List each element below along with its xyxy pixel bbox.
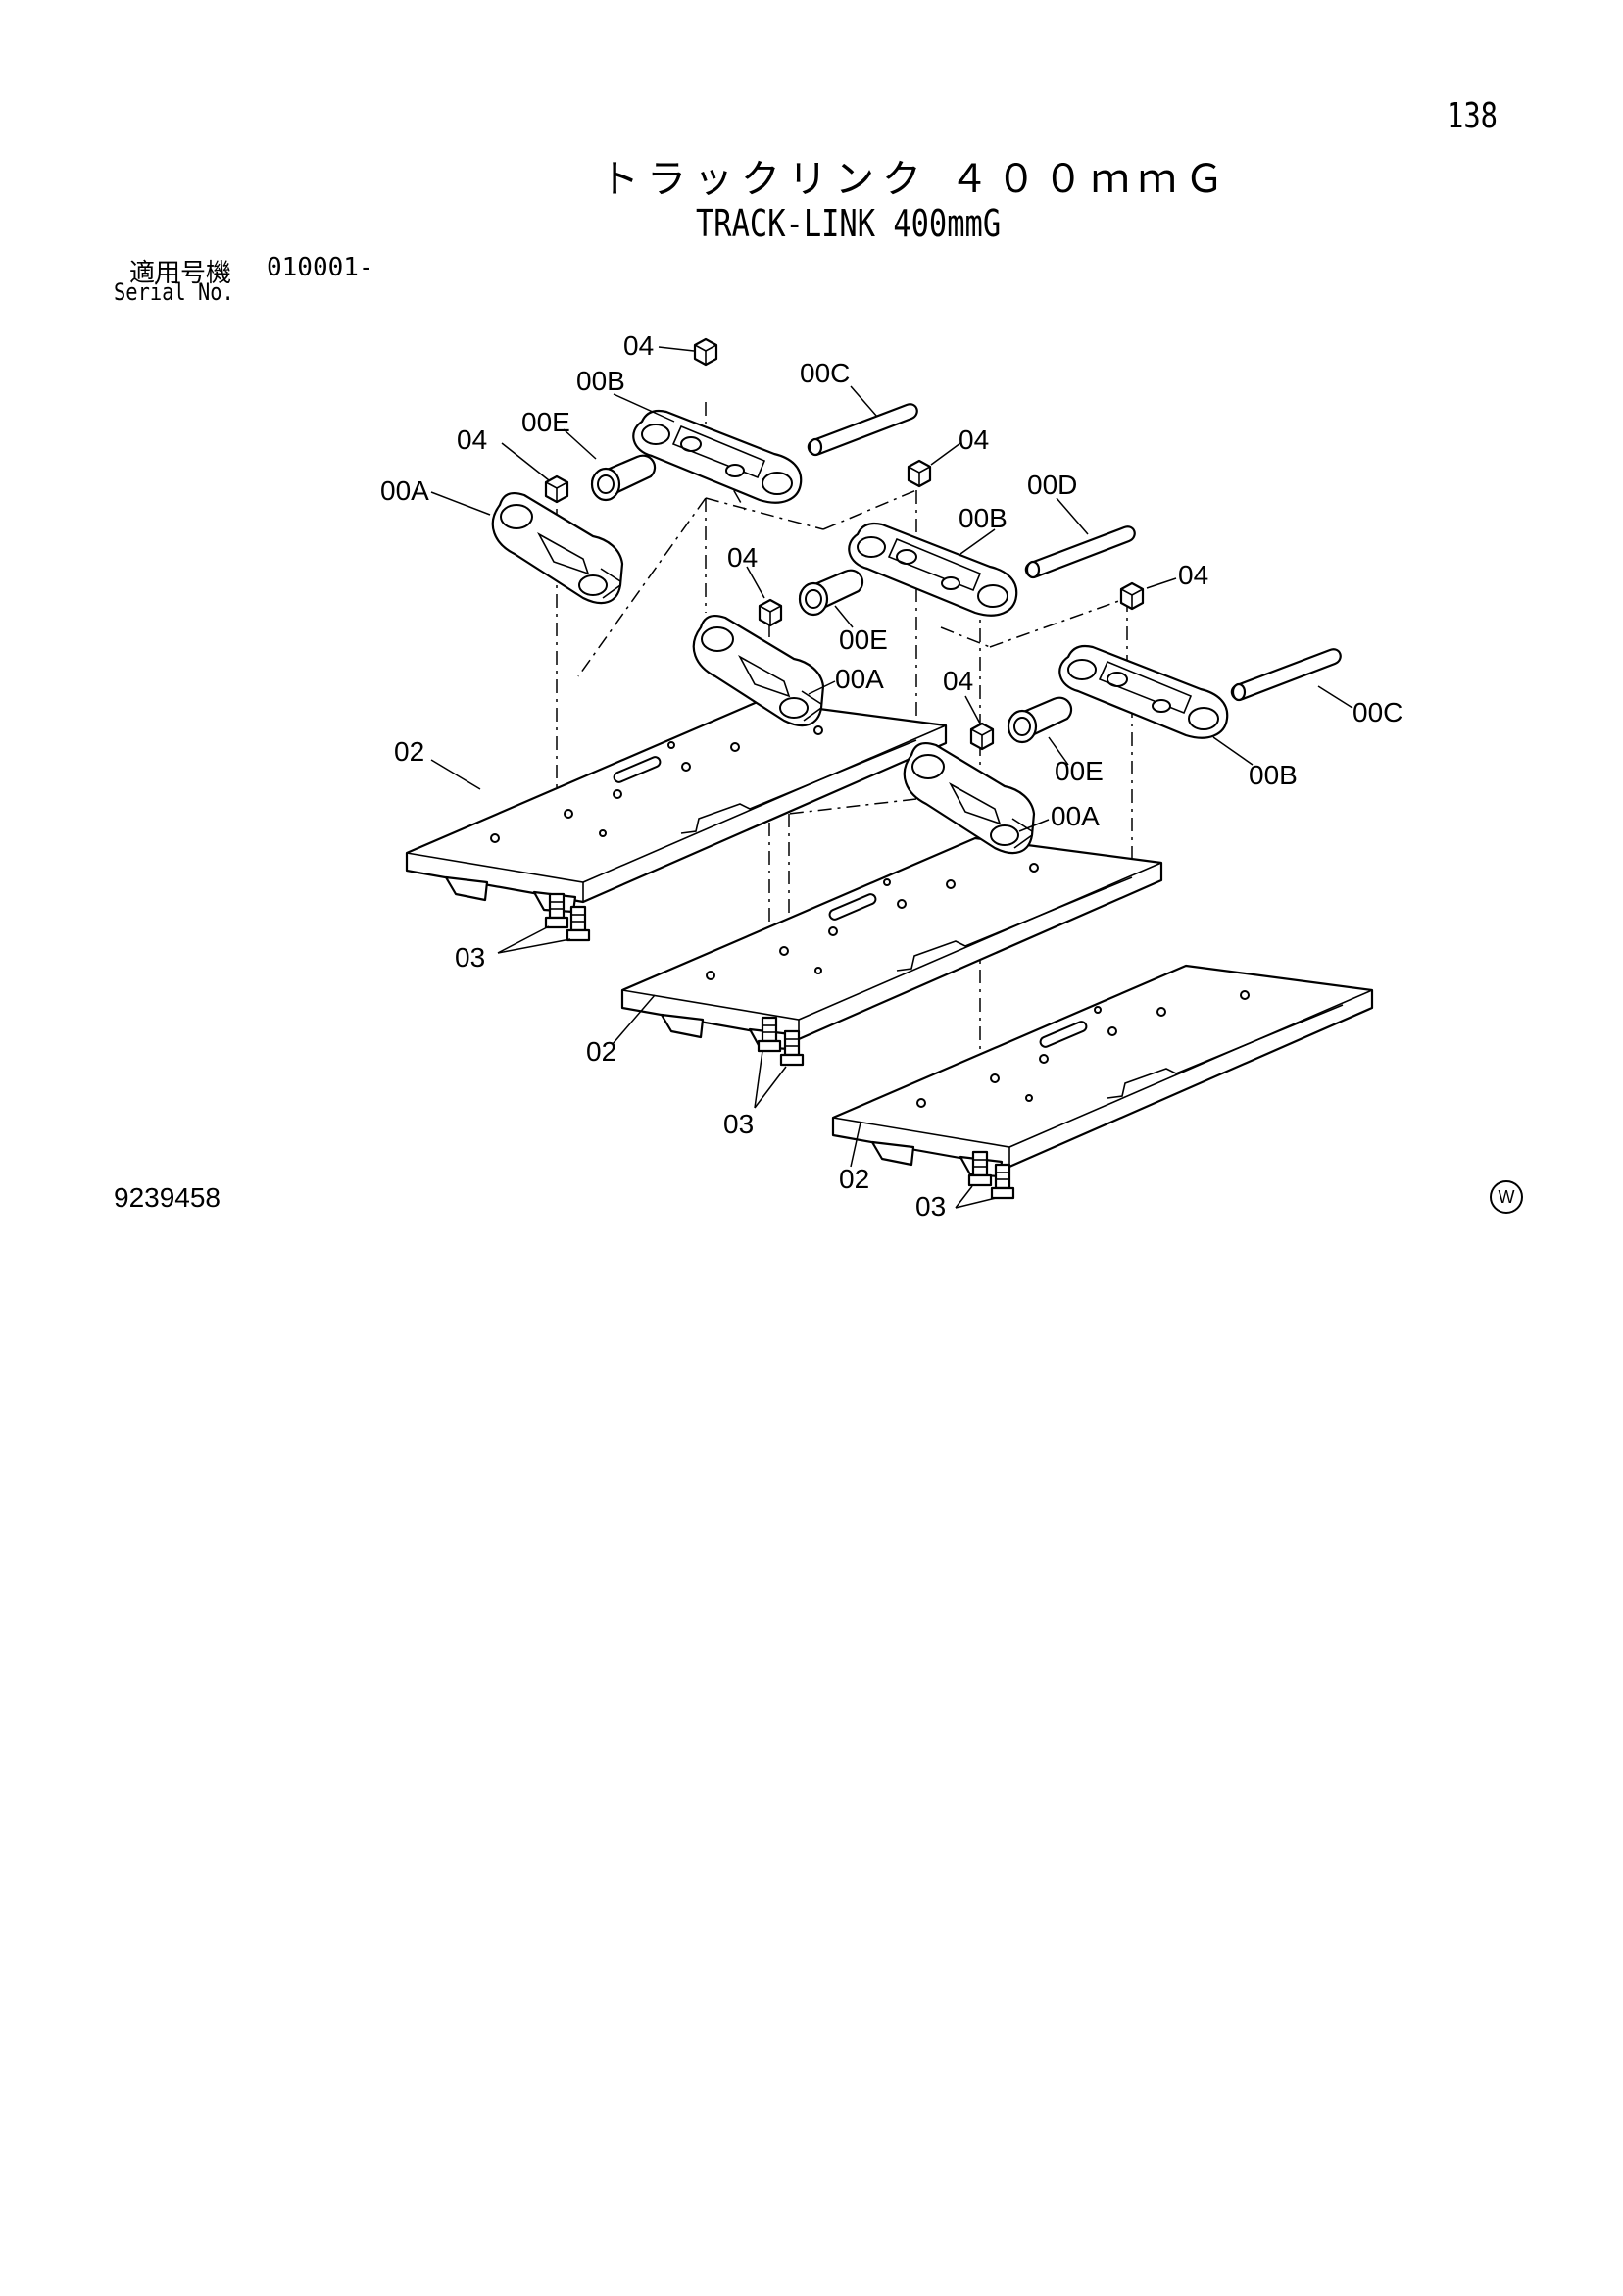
bushing-00e-2 <box>798 569 864 617</box>
drawing-number: 9239458 <box>114 1182 221 1213</box>
nut-04-1 <box>693 337 718 367</box>
leader-lines <box>430 346 1353 1209</box>
bolt-2a <box>757 1016 782 1053</box>
nut-04-5 <box>1119 581 1145 611</box>
bolt-2b <box>779 1029 805 1067</box>
callout-00a-a: 00A <box>380 475 429 506</box>
page-number: 138 <box>1447 96 1499 136</box>
bolt-3a <box>967 1150 993 1187</box>
bushing-00e-1 <box>590 454 657 502</box>
callout-04-d: 04 <box>727 542 758 573</box>
pin-00d <box>1024 525 1136 579</box>
callout-03-c: 03 <box>915 1191 946 1222</box>
title-english: TRACK-LINK 400mmG <box>696 202 1002 245</box>
title-japanese: トラックリンク ４００ｍｍＧ <box>600 157 1232 202</box>
callout-00e-a: 00E <box>521 407 570 437</box>
serial-label-japanese: 適用号機 <box>129 259 232 288</box>
serial-value: 010001- <box>267 253 374 282</box>
callout-00c-b: 00C <box>1352 697 1402 727</box>
bushing-00e-3 <box>1007 696 1073 744</box>
pin-00c-1 <box>807 403 918 457</box>
callout-00c-a: 00C <box>800 358 850 388</box>
callout-04-e: 04 <box>1178 560 1208 590</box>
callout-03-b: 03 <box>723 1109 754 1139</box>
bolt-1b <box>566 905 591 942</box>
nut-04-2 <box>544 474 569 504</box>
nut-04-6 <box>969 722 995 751</box>
callout-00d: 00D <box>1027 470 1077 500</box>
callout-04-a: 04 <box>623 330 654 361</box>
callout-00a-c: 00A <box>1051 801 1100 831</box>
callout-00a-b: 00A <box>835 664 884 694</box>
track-link-00b-1 <box>632 409 803 504</box>
track-shoe-3 <box>831 964 1374 1178</box>
track-shoe-1 <box>405 699 948 914</box>
callout-00b-b: 00B <box>959 503 1008 533</box>
serial-label-english: Serial No. <box>114 278 234 306</box>
callout-03-a: 03 <box>455 942 485 973</box>
callout-00b-a: 00B <box>576 366 625 396</box>
watermark-icon: W <box>1490 1180 1523 1214</box>
callout-04-f: 04 <box>943 666 973 696</box>
nut-04-3 <box>907 459 932 488</box>
callout-04-b: 04 <box>457 424 487 455</box>
callout-00e-b: 00E <box>839 624 888 655</box>
callout-02-c: 02 <box>839 1164 869 1194</box>
track-link-00b-3 <box>1058 644 1229 739</box>
callout-02-a: 02 <box>394 736 424 767</box>
track-link-00b-2 <box>848 522 1018 617</box>
nut-04-4 <box>758 598 783 627</box>
track-link-00a-3 <box>903 741 1036 855</box>
bolt-3b <box>990 1163 1015 1200</box>
bolt-1a <box>544 892 569 929</box>
callout-labels: 04 00B 00C 04 00E 00A 04 00D 00B 04 04 0… <box>380 330 1402 1222</box>
pin-00c-2 <box>1230 648 1342 702</box>
callout-04-c: 04 <box>959 424 989 455</box>
callout-02-b: 02 <box>586 1036 616 1067</box>
callout-00b-c: 00B <box>1249 760 1298 790</box>
track-link-00a-1 <box>491 491 624 605</box>
callout-00e-c: 00E <box>1055 756 1104 786</box>
